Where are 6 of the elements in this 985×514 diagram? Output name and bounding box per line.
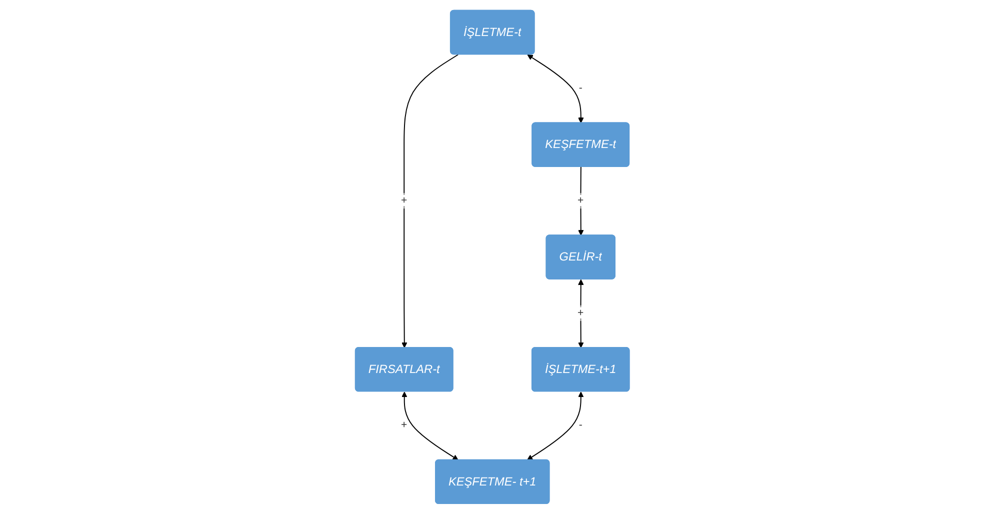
edge-label: - bbox=[579, 420, 583, 431]
edge-label: + bbox=[401, 194, 408, 206]
edge-label: + bbox=[578, 194, 584, 206]
edge-label: + bbox=[401, 420, 408, 431]
edge-label: + bbox=[578, 307, 584, 318]
edge-label: - bbox=[579, 82, 583, 94]
